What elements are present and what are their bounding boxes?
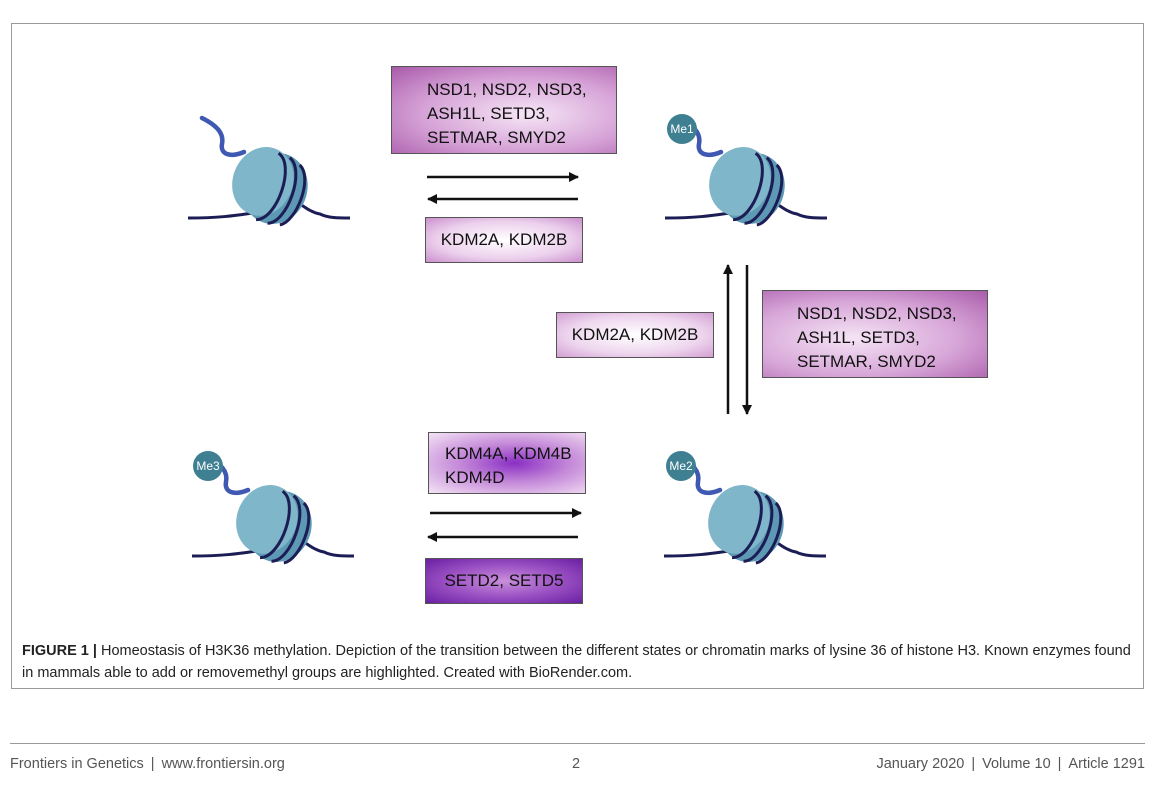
issue-date: January 2020 <box>876 756 965 772</box>
page-number: 2 <box>572 756 581 772</box>
volume: Volume 10 <box>982 756 1051 772</box>
box-line: ASH1L, SETD3, <box>427 104 550 123</box>
me1-label: Me1 <box>670 122 694 136</box>
box-line: KDM2A, KDM2B <box>440 230 568 249</box>
demethylase-box-middle: KDM2A, KDM2B <box>556 312 714 358</box>
me1-marker <box>667 114 697 144</box>
box-line: SETMAR, SMYD2 <box>427 128 566 147</box>
box-line: ASH1L, SETD3, <box>797 328 920 347</box>
figure-caption: FIGURE 1 | Homeostasis of H3K36 methylat… <box>22 640 1132 684</box>
me3-label: Me3 <box>196 459 220 473</box>
demethylase-box-top: KDM2A, KDM2B <box>425 217 583 263</box>
me3-marker <box>193 451 223 481</box>
footer-divider <box>10 743 1145 744</box>
box-line: SETD2, SETD5 <box>444 571 564 590</box>
me2-label: Me2 <box>669 459 693 473</box>
nucleosome-me2: Me2 <box>664 451 826 572</box>
nucleosome-me1: Me1 <box>665 114 827 234</box>
box-line: NSD1, NSD2, NSD3, <box>427 80 587 99</box>
journal-url[interactable]: www.frontiersin.org <box>161 756 285 772</box>
box-line: KDM4A, KDM4B <box>445 444 572 463</box>
box-line: KDM4D <box>445 468 505 487</box>
nucleosome-unmethylated <box>188 118 350 234</box>
box-line: KDM2A, KDM2B <box>571 325 699 344</box>
demethylase-box-kdm4: KDM4A, KDM4B KDM4D <box>428 432 586 494</box>
figure-frame <box>11 23 1144 689</box>
box-line: SETMAR, SMYD2 <box>797 352 936 371</box>
article-number: Article 1291 <box>1068 756 1145 772</box>
me2-marker <box>666 451 696 481</box>
methyltransferase-box-top: NSD1, NSD2, NSD3, ASH1L, SETD3, SETMAR, … <box>391 66 617 154</box>
journal-name: Frontiers in Genetics <box>10 756 144 772</box>
nucleosome-me3: Me3 <box>192 451 354 572</box>
methyltransferase-box-right: NSD1, NSD2, NSD3, ASH1L, SETD3, SETMAR, … <box>762 290 988 378</box>
footer-left: Frontiers in Genetics|www.frontiersin.or… <box>10 756 285 772</box>
footer-right: January 2020|Volume 10|Article 1291 <box>876 756 1145 772</box>
figure-label: FIGURE 1 | <box>22 643 97 659</box>
box-line: NSD1, NSD2, NSD3, <box>797 304 957 323</box>
caption-text: Homeostasis of H3K36 methylation. Depict… <box>22 643 1131 681</box>
methylation-diagram: Me1 Me3 Me2 <box>0 114 1168 640</box>
methyltransferase-box-setd: SETD2, SETD5 <box>425 558 583 604</box>
